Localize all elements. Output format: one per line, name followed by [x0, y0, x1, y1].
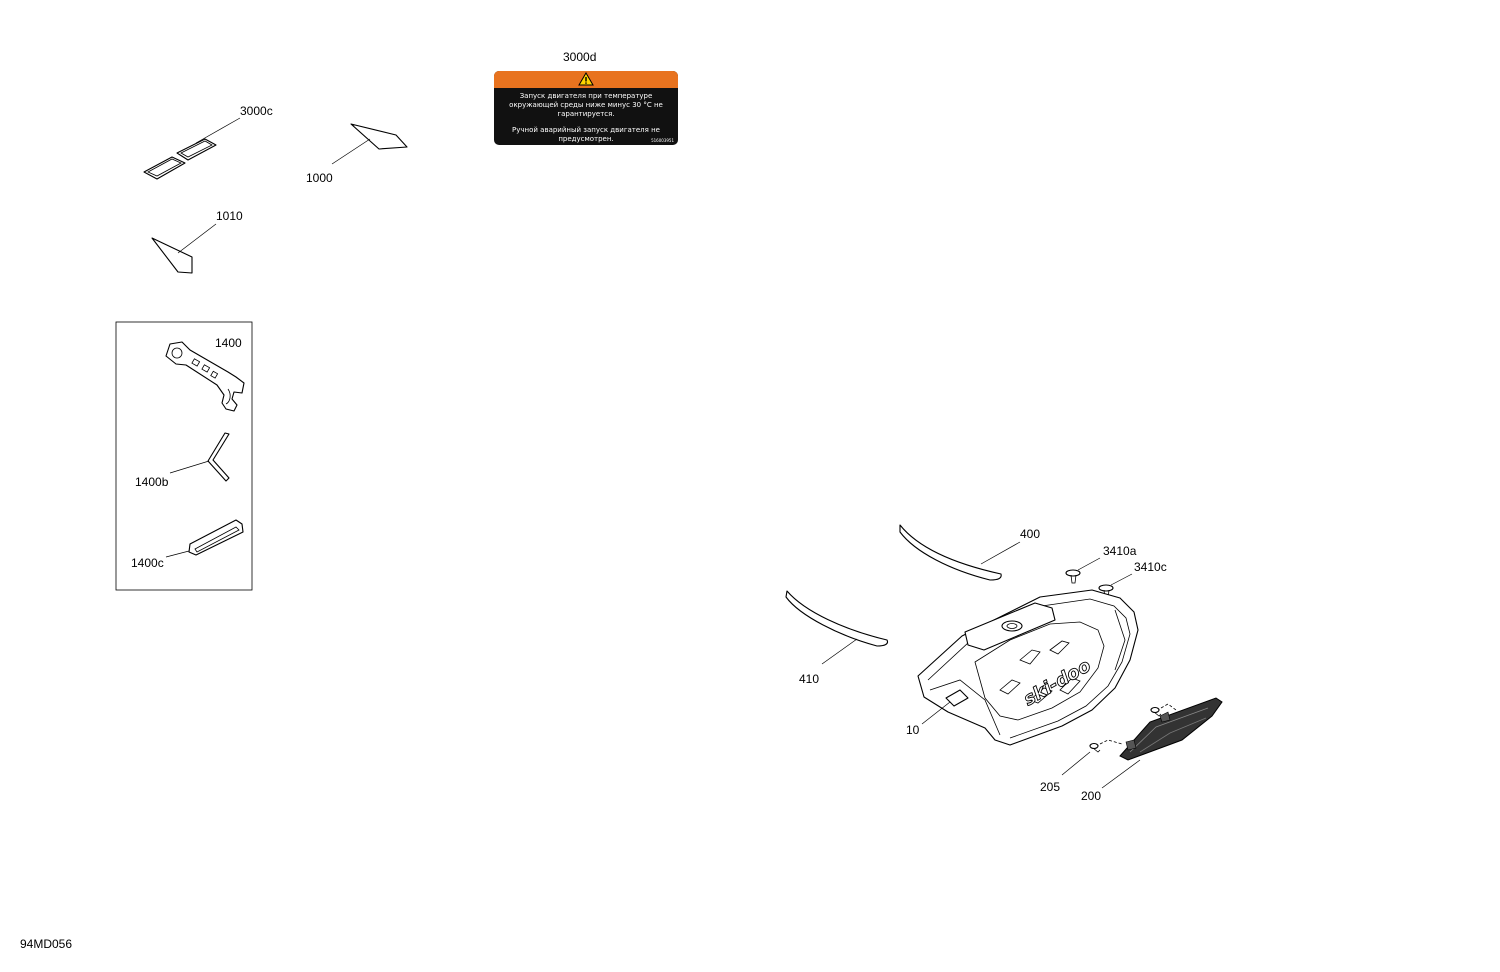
- warning-label-header: [494, 71, 678, 89]
- warning-line-1: Запуск двигателя при температуре окружаю…: [509, 92, 663, 118]
- warning-triangle-icon: [578, 72, 594, 86]
- diagram-code: 94MD056: [20, 937, 72, 951]
- part-1400c-strap: [165, 519, 244, 558]
- part-400-decal-strip: [899, 524, 1021, 581]
- callout-410: 410: [799, 672, 819, 686]
- callout-1010: 1010: [216, 209, 243, 223]
- callout-10: 10: [906, 723, 920, 737]
- tool-kit-frame: [115, 321, 253, 591]
- part-1010-decal: [151, 223, 217, 274]
- callout-1400b: 1400b: [135, 475, 169, 489]
- warning-label-text: Запуск двигателя при температуре окружаю…: [494, 89, 678, 144]
- part-3410a-fastener: [1065, 557, 1101, 584]
- part-200-end-cap: [1101, 697, 1223, 789]
- part-1400b-hex-key: [169, 432, 230, 482]
- callout-205: 205: [1040, 780, 1060, 794]
- callout-3410a: 3410a: [1103, 544, 1137, 558]
- callout-200: 200: [1081, 789, 1101, 803]
- part-1000-decal: [331, 123, 408, 165]
- warning-line-2: Ручной аварийный запуск двигателя не пре…: [512, 126, 660, 143]
- part-10-rack: ski-doo: [917, 589, 1139, 746]
- callout-1400: 1400: [215, 336, 242, 350]
- part-205-screws: [1061, 703, 1177, 776]
- callout-400: 400: [1020, 527, 1040, 541]
- callout-1400c: 1400c: [131, 556, 164, 570]
- callout-1000: 1000: [306, 171, 333, 185]
- callout-3000d: 3000d: [563, 50, 596, 64]
- callout-3000c: 3000c: [240, 104, 273, 118]
- part-3000c-decals: [143, 117, 241, 180]
- part-1400-spanner-wrench: [165, 341, 245, 412]
- warning-label-3000d: Запуск двигателя при температуре окружаю…: [494, 71, 678, 145]
- callout-3410c: 3410c: [1134, 560, 1167, 574]
- warning-label-code: 516003951: [651, 138, 674, 143]
- part-410-decal-strip: [785, 590, 889, 665]
